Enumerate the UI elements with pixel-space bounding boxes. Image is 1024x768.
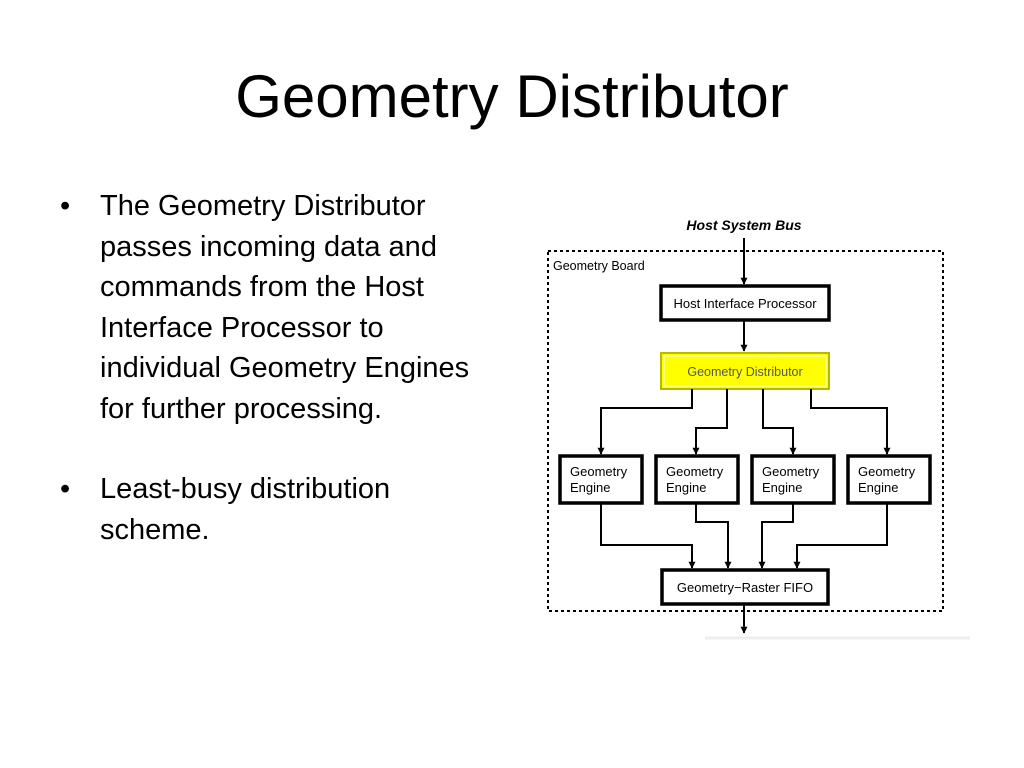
geometry-engine-label-line2: Engine — [858, 480, 898, 495]
distributor-to-engine-3-arrow — [762, 389, 797, 455]
distributor-to-engine-2-arrow — [692, 389, 728, 455]
bullet-item: • Least-busy distribution scheme. — [60, 469, 500, 550]
diagram-svg: Host System Bus Geometry Board Host Inte… — [547, 217, 970, 640]
bullet-text: Least-busy distribution scheme. — [100, 473, 391, 546]
host-system-bus-label: Host System Bus — [686, 217, 801, 233]
geometry-engine-label-line1: Geometry — [858, 464, 916, 479]
geometry-engine-label-line1: Geometry — [762, 464, 820, 479]
engine-4-to-fifo-arrow — [793, 503, 888, 569]
geometry-engine-label-line2: Engine — [570, 480, 610, 495]
engine-3-to-fifo-arrow — [758, 503, 794, 569]
distributor-to-engine-1-arrow — [597, 389, 693, 455]
geometry-distributor-box — [660, 352, 830, 390]
bullet-marker: • — [60, 190, 71, 222]
geometry-engine-label-line1: Geometry — [570, 464, 628, 479]
engine-1-to-fifo-arrow — [600, 503, 696, 569]
bullet-text: The Geometry Distributor passes incoming… — [100, 190, 470, 425]
engine-2-to-fifo-arrow — [695, 503, 732, 569]
bullet-list: • The Geometry Distributor passes incomi… — [60, 186, 500, 590]
distributor-to-engine-4-arrow — [810, 389, 891, 455]
geometry-board-diagram: Host System Bus Geometry Board Host Inte… — [540, 205, 980, 650]
bullet-marker: • — [60, 473, 71, 505]
geometry-engine-box — [558, 454, 644, 505]
geometry-distributor-inner-outline — [663, 355, 827, 387]
bullet-item: • The Geometry Distributor passes incomi… — [60, 186, 500, 429]
geometry-engine-label-line1: Geometry — [666, 464, 724, 479]
geometry-board-label: Geometry Board — [553, 259, 645, 273]
geometry-engine-box — [846, 454, 932, 505]
host-interface-processor-label: Host Interface Processor — [673, 296, 817, 311]
slide-title: Geometry Distributor — [235, 63, 789, 130]
geometry-engine-label-line2: Engine — [762, 480, 802, 495]
geometry-raster-fifo-label: Geometry−Raster FIFO — [677, 580, 813, 595]
geometry-distributor-label: Geometry Distributor — [687, 365, 802, 379]
geometry-engine-label-line2: Engine — [666, 480, 706, 495]
